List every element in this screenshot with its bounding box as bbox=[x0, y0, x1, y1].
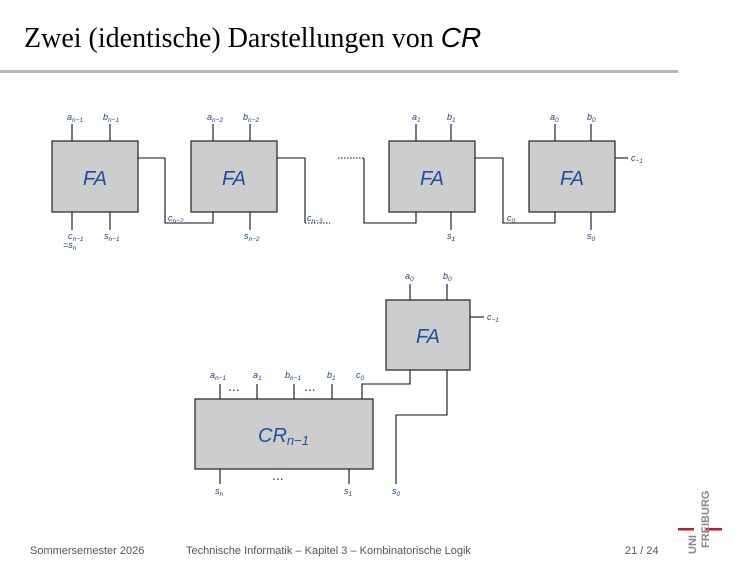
label-a-n-2: an−2 bbox=[207, 112, 223, 124]
ellipsis-s: ... bbox=[272, 467, 284, 483]
fa-block-n-1: FA an−1 bn−1 cn−1 =sn sn−1 bbox=[51, 112, 139, 252]
label-b-n-1: bn−1 bbox=[285, 370, 301, 382]
cr-box bbox=[194, 398, 374, 470]
label-c-minus-1: c−1 bbox=[487, 312, 499, 324]
fa-box-bottom bbox=[385, 299, 471, 371]
label-a-1: a1 bbox=[412, 112, 421, 124]
label-s-n: sn bbox=[215, 486, 224, 498]
fa-block-n-2: FA an−2 bn−2 sn−2 bbox=[190, 112, 278, 243]
fa-box bbox=[190, 140, 278, 213]
label-b-0: b0 bbox=[587, 112, 596, 124]
fa-box bbox=[51, 140, 139, 213]
fa-box bbox=[528, 140, 616, 213]
cr-label-sub: n−1 bbox=[287, 433, 309, 448]
fa-chain: FA an−1 bn−1 cn−1 =sn sn−1 FA an−2 bn−2 … bbox=[51, 112, 643, 252]
ellipsis-b: ... bbox=[304, 378, 316, 394]
cr-label: CRn−1 bbox=[258, 425, 309, 448]
label-c-0: c0 bbox=[356, 370, 365, 382]
title-rule bbox=[0, 70, 678, 73]
label-s-0: s0 bbox=[587, 231, 596, 243]
university-logo: UNI FREIBURG bbox=[678, 491, 722, 554]
fa-label: FA bbox=[560, 168, 584, 190]
logo-line1: UNI bbox=[687, 535, 699, 554]
slide-title-cr: CR bbox=[440, 22, 482, 53]
label-b-n-2: bn−2 bbox=[243, 112, 259, 124]
ellipsis-a: ... bbox=[228, 378, 240, 394]
label-b-0: b0 bbox=[443, 271, 452, 283]
carry-wire-c-0 bbox=[475, 157, 556, 224]
carry-wire-c-n-3 bbox=[277, 157, 306, 223]
cr-label-main: CR bbox=[258, 425, 287, 447]
footer-term: Sommersemester 2026 bbox=[30, 545, 145, 557]
label-s-n-2: sn−2 bbox=[244, 231, 260, 243]
fa-label: FA bbox=[83, 168, 107, 190]
label-s-1: s1 bbox=[447, 231, 456, 243]
label-s-1: s1 bbox=[344, 486, 353, 498]
label-c-0: c0 bbox=[507, 213, 516, 225]
fa-block-0: FA a0 b0 s0 c−1 bbox=[528, 112, 643, 243]
footer-page: 21 / 24 bbox=[625, 545, 659, 557]
label-a-n-1: an−1 bbox=[210, 370, 226, 382]
label-s-0: s0 bbox=[392, 486, 401, 498]
fa-label: FA bbox=[222, 168, 246, 190]
slide-title: Zwei (identische) Darstellungen von CR bbox=[24, 22, 481, 55]
carry-wire-c-0 bbox=[361, 370, 411, 399]
slide-title-text: Zwei (identische) Darstellungen von bbox=[24, 23, 441, 54]
label-c-minus-1: c−1 bbox=[631, 153, 643, 165]
footer-course: Technische Informatik – Kapitel 3 – Komb… bbox=[186, 545, 471, 557]
label-b-1: b1 bbox=[447, 112, 456, 124]
label-s-n-1: sn−1 bbox=[104, 231, 120, 243]
carry-wire-c-n-2 bbox=[138, 157, 214, 224]
fa-box bbox=[388, 140, 476, 213]
label-a-n-1: an−1 bbox=[67, 112, 83, 124]
label-b-1: b1 bbox=[327, 370, 336, 382]
sum-wire-s-0 bbox=[395, 370, 448, 484]
label-a-0: a0 bbox=[405, 271, 414, 283]
label-b-n-1: bn−1 bbox=[103, 112, 119, 124]
fa-plus-cr: FA a0 b0 c−1 c0 s0 CRn−1 an−1 a1 bn−1 b1… bbox=[194, 271, 499, 498]
label-a-0: a0 bbox=[550, 112, 559, 124]
logo-line2: FREIBURG bbox=[700, 491, 712, 548]
carry-wire-c-1 bbox=[363, 158, 417, 224]
fa-block-1: FA a1 b1 s1 bbox=[388, 112, 476, 243]
label-a-1: a1 bbox=[253, 370, 262, 382]
fa-label: FA bbox=[416, 326, 440, 348]
fa-label: FA bbox=[420, 168, 444, 190]
